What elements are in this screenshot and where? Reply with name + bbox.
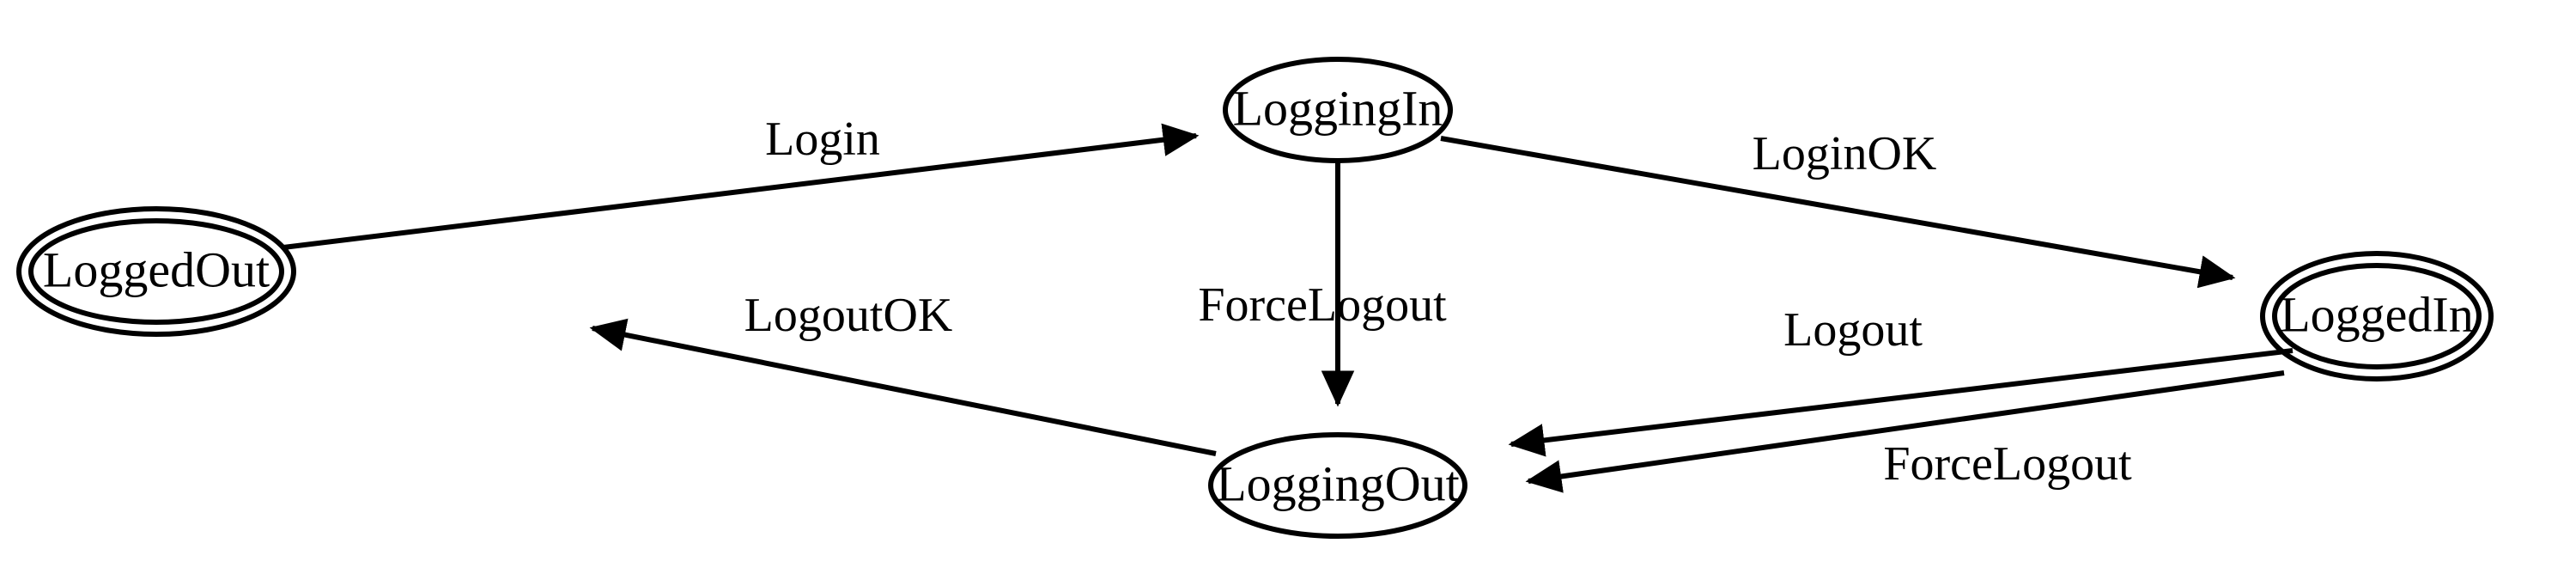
edge-force-logout-bottom-label: ForceLogout xyxy=(1883,437,2132,491)
node-logged-in-outer-ring xyxy=(2260,251,2494,382)
node-logging-out-label: LoggingOut xyxy=(1216,455,1460,511)
edge-force-logout-bottom-line xyxy=(1525,370,2285,493)
edge-logout[interactable]: Logout xyxy=(1508,303,2293,457)
edge-login[interactable]: Login xyxy=(283,113,1200,250)
edge-logout-ok-line xyxy=(589,318,1217,456)
node-logging-out[interactable]: LoggingOut xyxy=(1208,432,1467,539)
edge-logout-ok-label: LogoutOK xyxy=(744,289,953,342)
node-logging-in-ring xyxy=(1223,57,1453,163)
node-logged-in[interactable]: LoggedIn xyxy=(2260,251,2494,382)
node-logging-out-ring xyxy=(1208,432,1467,539)
node-logged-out-label: LoggedOut xyxy=(43,241,270,297)
edge-login-ok[interactable]: LoginOK xyxy=(1440,127,2236,289)
node-logging-in[interactable]: LoggingIn xyxy=(1223,57,1453,163)
edge-force-logout-bottom[interactable]: ForceLogout xyxy=(1525,370,2285,493)
edge-force-logout-mid[interactable]: ForceLogout xyxy=(1198,162,1447,407)
node-logged-out-outer-ring xyxy=(16,206,296,337)
node-logging-in-label: LoggingIn xyxy=(1233,80,1443,136)
edge-login-label: Login xyxy=(765,113,880,166)
edge-logout-line xyxy=(1508,348,2293,457)
edge-login-line xyxy=(283,123,1200,250)
node-logged-in-label: LoggedIn xyxy=(2280,286,2474,342)
edge-logout-label: Logout xyxy=(1783,303,1923,357)
edge-login-ok-label: LoginOK xyxy=(1753,127,1937,180)
edge-force-logout-mid-label: ForceLogout xyxy=(1198,278,1447,332)
node-logged-in-inner-ring xyxy=(2272,263,2482,369)
edge-login-ok-line xyxy=(1440,136,2236,289)
node-logged-out[interactable]: LoggedOut xyxy=(16,206,296,337)
node-logged-out-inner-ring xyxy=(28,218,284,325)
edge-logout-ok[interactable]: LogoutOK xyxy=(589,289,1217,456)
